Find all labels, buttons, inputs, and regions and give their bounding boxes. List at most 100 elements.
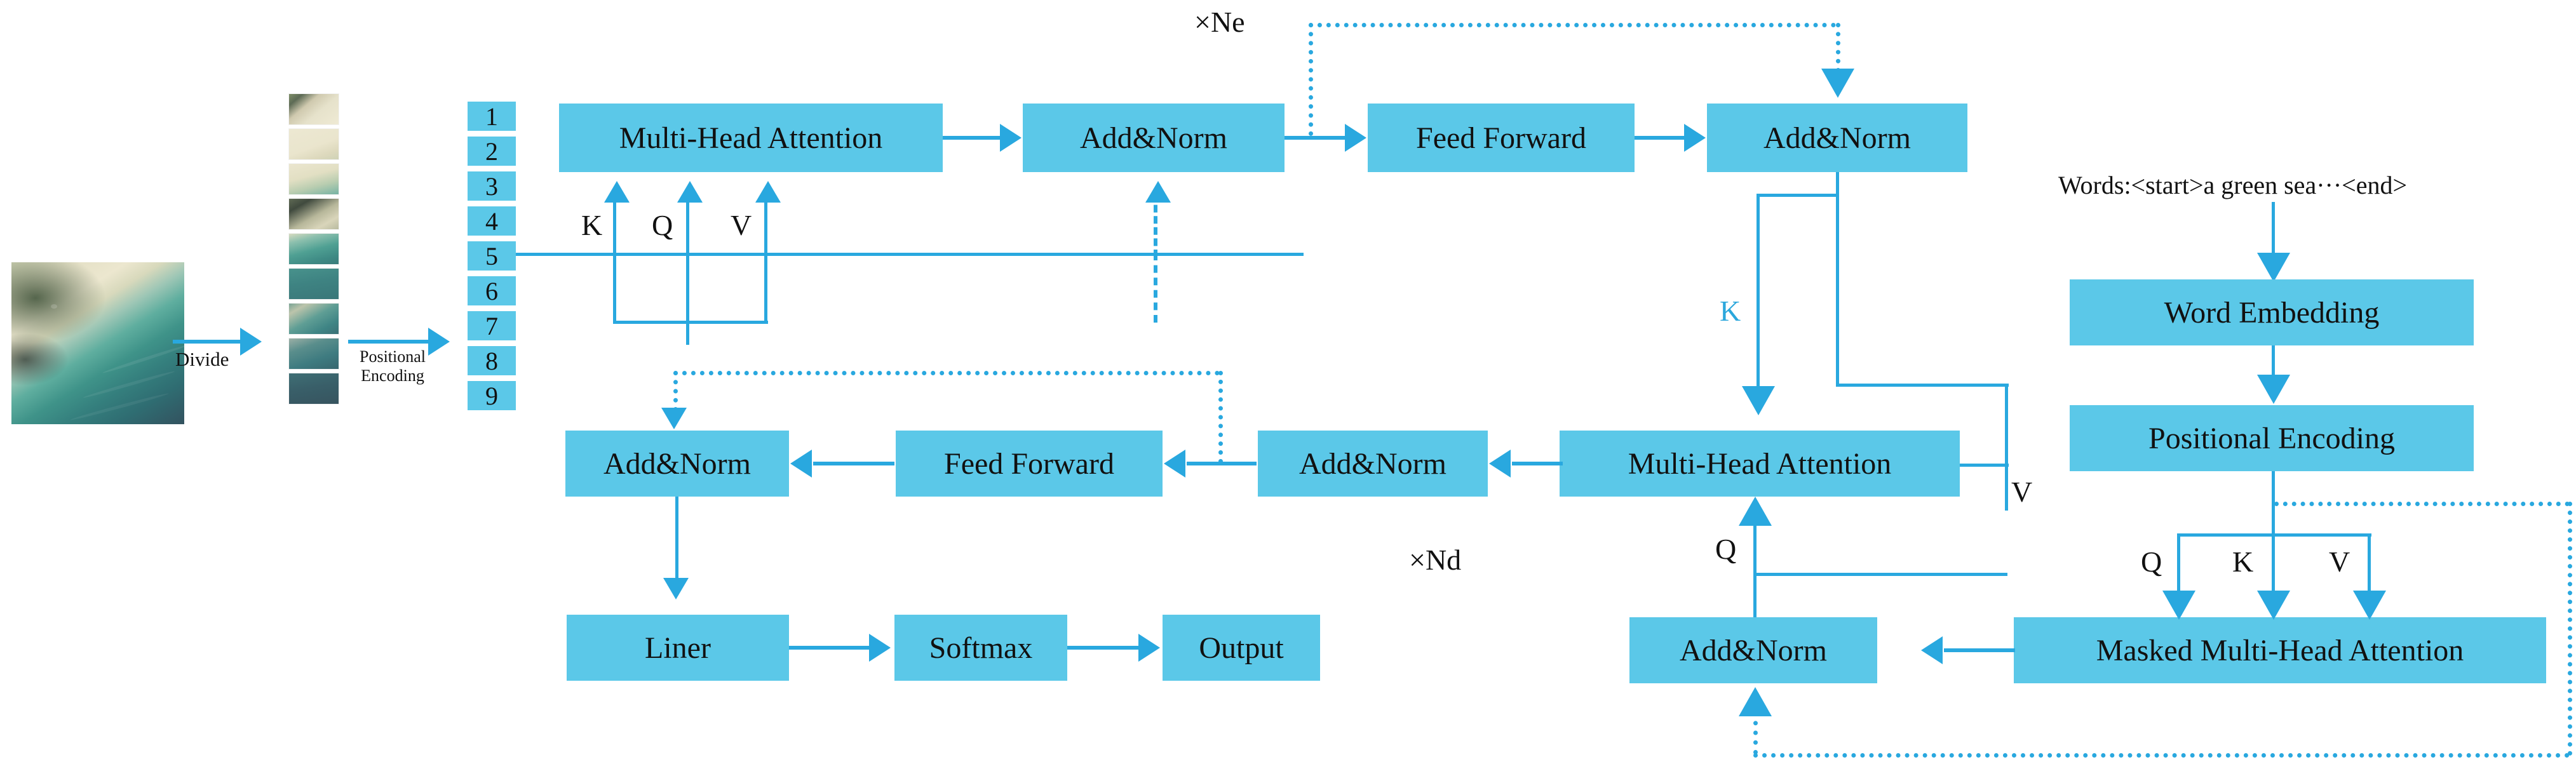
- encoder-arrow-ff-to-addnorm2: [1684, 124, 1706, 152]
- decoder-arrow-ff-to-addnormleft: [790, 450, 812, 478]
- decoder-loop-top: [673, 371, 1220, 375]
- block-label: Output: [1199, 631, 1284, 665]
- bottom-residual-left: [1753, 711, 1758, 754]
- masked-k-label: K: [2232, 545, 2254, 578]
- cross-attention-v-in: [1960, 464, 2009, 467]
- encoder-k-line: [613, 202, 616, 324]
- decoder-cross-attention-block[interactable]: Multi-Head Attention: [1560, 431, 1960, 497]
- bottom-residual-arrow: [1739, 687, 1772, 716]
- encoder-out-k-riser: [1757, 194, 1760, 397]
- image-patch: [289, 164, 339, 194]
- image-patch: [289, 269, 339, 299]
- decoder-loop-arrow: [661, 408, 687, 429]
- block-label: Liner: [645, 631, 711, 665]
- encoder-feed-forward-block[interactable]: Feed Forward: [1368, 104, 1635, 172]
- arrow-softmax-to-output: [1138, 634, 1160, 662]
- block-label: Feed Forward: [1416, 121, 1586, 155]
- decoder-add-norm-left-block[interactable]: Add&Norm: [565, 431, 789, 497]
- token-label: 8: [485, 346, 498, 375]
- connector-liner-to-softmax: [789, 646, 870, 650]
- encoder-connector-mha-to-addnorm: [943, 136, 1001, 140]
- token-block-9: 9: [468, 381, 516, 410]
- encoder-connector-addnorm-to-ff: [1285, 136, 1345, 140]
- token-block-3: 3: [468, 171, 516, 201]
- encoder-k-label: K: [581, 209, 603, 241]
- image-patch: [289, 129, 339, 159]
- block-label: Multi-Head Attention: [619, 121, 883, 155]
- token-label: 7: [485, 311, 498, 340]
- softmax-block[interactable]: Softmax: [894, 615, 1067, 681]
- divide-arrow-head: [240, 328, 262, 356]
- decoder-arrow-addnormmid-to-ff: [1164, 450, 1185, 478]
- connector-softmax-to-output: [1067, 646, 1140, 650]
- block-label: Masked Multi-Head Attention: [2096, 633, 2464, 667]
- block-label: Feed Forward: [944, 446, 1114, 481]
- encoder-connector-ff-to-addnorm2: [1635, 136, 1685, 140]
- encoder-input-riser: [686, 253, 689, 345]
- masked-q-line: [2177, 533, 2180, 596]
- connector-embedding-to-posenc: [2272, 345, 2275, 385]
- block-label: Add&Norm: [1763, 121, 1911, 155]
- decoder-loop-left: [673, 371, 678, 411]
- token-label: 9: [485, 381, 498, 410]
- divide-label: Divide: [175, 348, 229, 370]
- decoder-connector-ff-to-addnormleft: [813, 462, 894, 465]
- token-label: 6: [485, 276, 498, 305]
- encoder-out-v-bus: [1836, 384, 2009, 387]
- decoder-add-norm-bottom-block[interactable]: Add&Norm: [1629, 617, 1877, 683]
- arrow-masked-to-addnormbottom: [1921, 636, 1943, 664]
- token-label: 4: [485, 206, 498, 236]
- token-block-7: 7: [468, 311, 516, 340]
- cross-attention-v-label: V: [2011, 476, 2033, 508]
- output-block[interactable]: Output: [1163, 615, 1320, 681]
- positional-encoding-label-line2: Encoding: [361, 366, 424, 385]
- decoder-q-bus: [1753, 573, 2007, 576]
- token-block-5: 5: [468, 241, 516, 271]
- decoder-arrow-addnormleft-to-liner: [663, 578, 689, 599]
- bottom-residual-top: [2274, 502, 2570, 506]
- divide-arrow-line: [173, 340, 241, 344]
- encoder-add-norm-1-block[interactable]: Add&Norm: [1023, 104, 1285, 172]
- positional-encoding-arrow-head: [428, 328, 450, 356]
- arrow-embedding-to-posenc: [2257, 375, 2290, 404]
- block-label: Positional Encoding: [2148, 421, 2395, 455]
- encoder-k-arrow: [604, 181, 630, 203]
- masked-q-arrow: [2162, 591, 2195, 620]
- bottom-residual-right: [2568, 502, 2572, 756]
- decoder-add-norm-mid-block[interactable]: Add&Norm: [1258, 431, 1488, 497]
- encoder-v-arrow: [755, 181, 781, 203]
- token-label: 5: [485, 241, 498, 271]
- decoder-q-riser: [1753, 521, 1757, 617]
- cross-attention-q-label: Q: [1715, 533, 1737, 565]
- encoder-repeat-label: ×Ne: [1194, 6, 1245, 38]
- text-positional-encoding-block[interactable]: Positional Encoding: [2070, 405, 2474, 471]
- encoder-loop-arrow: [1821, 69, 1854, 98]
- masked-q-label: Q: [2141, 545, 2162, 578]
- encoder-input-bus: [516, 253, 1304, 256]
- liner-block[interactable]: Liner: [567, 615, 789, 681]
- image-patch: [289, 234, 339, 264]
- decoder-connector-addnormmid-to-ff: [1187, 462, 1257, 465]
- decoder-feed-forward-block[interactable]: Feed Forward: [896, 431, 1163, 497]
- decoder-connector-cross-to-addnormmid: [1512, 462, 1563, 465]
- encoder-multi-head-attention-block[interactable]: Multi-Head Attention: [559, 104, 943, 172]
- cross-attention-k-arrow: [1742, 386, 1775, 415]
- encoder-v-line: [764, 202, 767, 324]
- encoder-add-norm-2-block[interactable]: Add&Norm: [1707, 104, 1967, 172]
- token-label: 3: [485, 171, 498, 201]
- token-label: 2: [485, 137, 498, 166]
- image-patch: [289, 338, 339, 369]
- connector-words-to-embedding: [2272, 202, 2275, 265]
- image-patch: [289, 304, 339, 334]
- word-embedding-block[interactable]: Word Embedding: [2070, 279, 2474, 345]
- token-block-4: 4: [468, 206, 516, 236]
- encoder-arrow-addnorm-to-ff: [1345, 124, 1366, 152]
- masked-multi-head-attention-block[interactable]: Masked Multi-Head Attention: [2014, 617, 2546, 683]
- encoder-out-drop: [1836, 172, 1839, 387]
- encoder-arrow-mha-to-addnorm: [1000, 124, 1022, 152]
- token-block-8: 8: [468, 346, 516, 375]
- block-label: Multi-Head Attention: [1628, 446, 1892, 481]
- image-patch: [289, 373, 339, 404]
- cross-attention-k-label: K: [1720, 295, 1741, 327]
